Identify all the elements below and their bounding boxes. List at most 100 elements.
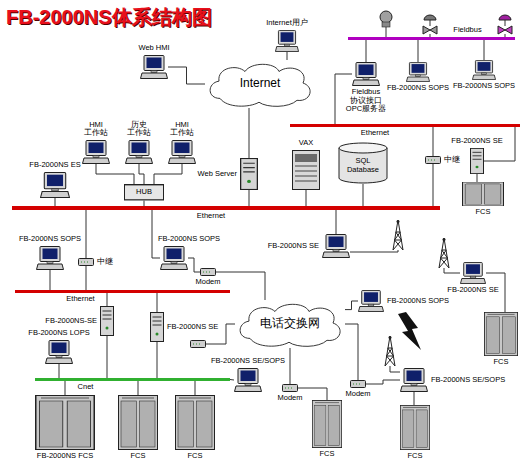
fcs-cabinet: FCS (312, 400, 342, 448)
node-shape-use (101, 307, 114, 336)
connector-line (138, 381, 139, 395)
node-shape-use (169, 141, 196, 164)
node-shape-use (240, 304, 340, 346)
connector-line (335, 74, 352, 124)
connector-line (195, 381, 196, 395)
node-label: FB-2000NS ES (29, 161, 80, 170)
node-label: HMI 工作站 (81, 121, 111, 138)
node-shape-use (400, 405, 429, 449)
node-label: FCS (408, 452, 423, 461)
computer-icon: HMI 工作站 (82, 140, 110, 164)
node-label: Internet (240, 77, 281, 91)
node-shape-use (275, 30, 298, 51)
node-shape-use (463, 182, 504, 206)
node-shape (358, 290, 384, 312)
node-shape (275, 30, 299, 52)
connector-line (249, 108, 250, 158)
network-bus: Ethernet (12, 206, 440, 210)
connector-line (107, 293, 108, 306)
node-label: HUB (136, 188, 152, 197)
node-shape-use (41, 173, 70, 198)
connector-line (336, 210, 337, 234)
modem-box: Modem (282, 384, 298, 392)
node-shape-use (125, 185, 164, 200)
connector-line (139, 164, 144, 184)
node-label: Modem (346, 390, 371, 399)
node-shape (322, 234, 350, 258)
network-cloud: 电话交换网 (235, 300, 345, 348)
node-label: Cnet (78, 383, 94, 392)
node-shape (484, 312, 518, 356)
node-label: Web HMI (138, 44, 169, 53)
node-shape-use (79, 259, 94, 266)
node-shape (425, 156, 441, 164)
field-valve-part (499, 15, 511, 20)
node-label: 电话交换网 (260, 317, 320, 331)
node-shape-use (426, 157, 441, 164)
fcs-cabinet: FB-2000NS FCS (35, 395, 95, 450)
node-label: FCS (320, 450, 335, 459)
node-label: Ethernet (361, 129, 389, 138)
node-shape (462, 182, 504, 206)
node-shape-use (406, 62, 429, 81)
node-shape (100, 306, 114, 336)
connector-line (168, 67, 205, 84)
radio-antenna (439, 238, 460, 273)
node-shape (160, 246, 188, 270)
node-shape (292, 150, 320, 190)
node-shape (118, 395, 158, 450)
modem-icon-part (191, 341, 206, 348)
modem-box: 中继 (78, 258, 94, 266)
hub-box: HUB (124, 184, 164, 201)
node-shape-use (210, 64, 310, 106)
computer-icon: FB-2000NS SOPS (160, 246, 188, 270)
node-shape-use (358, 290, 383, 311)
computer-icon: FB-2000NS SOPS (472, 60, 496, 80)
server-tower: FB-2000NS SE (150, 312, 164, 342)
node-shape-use (293, 151, 320, 190)
connector-line (484, 40, 485, 60)
connector-line (55, 198, 56, 206)
node-shape (82, 140, 110, 164)
node-shape-use (201, 269, 216, 276)
node-label: FCS (188, 452, 203, 461)
node-shape (140, 55, 168, 79)
computer-icon: FB-2000NS SOPS (358, 290, 384, 312)
radio-antenna-part (439, 238, 449, 268)
node-shape-use (235, 369, 262, 392)
connector-line (363, 184, 364, 206)
node-label: FCS (131, 452, 146, 461)
node-label: FB-2000NS FCS (37, 452, 93, 461)
node-label: Ethernet (66, 295, 94, 304)
node-label: FB-2000NS SE (268, 242, 319, 251)
connector-line (107, 336, 108, 378)
node-shape-use (312, 400, 341, 447)
node-label: FB-2000NS SE (447, 286, 498, 295)
node-label: FCS (494, 358, 509, 367)
radio-antenna-part (385, 336, 395, 366)
connector-line (86, 266, 87, 290)
database-cylinder: SQL Database (338, 142, 388, 184)
node-shape (36, 246, 64, 270)
node-shape (400, 405, 430, 450)
field-valve-part (424, 15, 436, 20)
connector-line (188, 258, 200, 272)
node-label: Web Server (198, 170, 237, 179)
node-label: Fieldbus 协议接口 OPC服务器 (340, 88, 392, 114)
node-shape-use (176, 396, 215, 450)
node-shape (45, 340, 73, 364)
node-shape (282, 384, 298, 392)
computer-icon: Fieldbus 协议接口 OPC服务器 (352, 62, 380, 86)
wireless-bolt (398, 312, 421, 350)
connector-line (366, 380, 400, 384)
field-transmitter-part (380, 11, 392, 23)
node-shape (312, 400, 342, 448)
field-valve (498, 15, 512, 37)
node-shape (352, 62, 380, 86)
node-shape (460, 262, 486, 284)
fcs-cabinet: FCS (175, 395, 215, 450)
node-shape (240, 158, 258, 190)
network-cloud: Internet (205, 60, 315, 108)
node-shape-use (460, 262, 485, 283)
